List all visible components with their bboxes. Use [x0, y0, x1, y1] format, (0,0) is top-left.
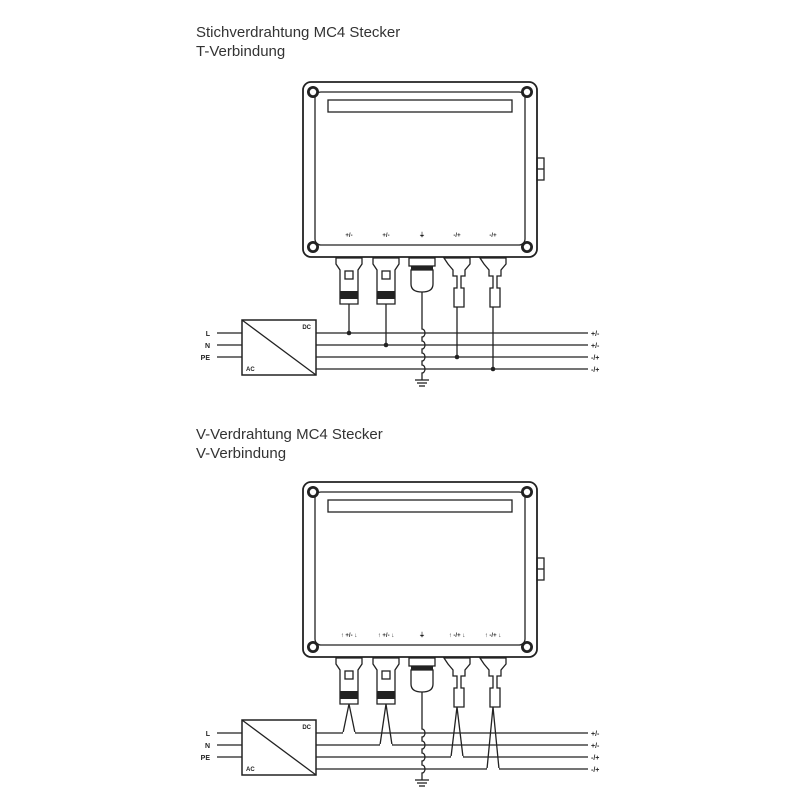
enclosure-outer — [302, 81, 538, 258]
screw-slot — [309, 243, 317, 251]
converter-dc-label: DC — [302, 325, 311, 331]
ground-wire — [421, 292, 426, 380]
converter-diagonal — [241, 319, 317, 376]
connector-latch — [381, 670, 391, 680]
v-loop-wire — [450, 706, 464, 758]
output-label: +/- — [591, 331, 600, 338]
terminal-label: ↑ -/+ ↓ — [485, 633, 502, 639]
enclosure-outer — [302, 481, 538, 658]
terminal-label: ↑ -/+ ↓ — [449, 633, 466, 639]
output-label: +/- — [591, 343, 600, 350]
output-label: -/+ — [591, 767, 599, 774]
junction-dot — [383, 342, 389, 348]
label-strip — [327, 499, 513, 513]
mc4-male-connector — [442, 257, 471, 308]
terminal-label: -/+ — [489, 233, 497, 239]
ac-dc-converter — [241, 719, 317, 776]
output-label: +/- — [591, 743, 600, 750]
output-label: -/+ — [591, 355, 599, 362]
mc4-male-connector — [478, 257, 507, 308]
screw-slot — [523, 643, 531, 651]
terminal-label: +/- — [345, 233, 352, 239]
terminal-label: ⏚ — [419, 632, 425, 639]
converter-ac-label: AC — [246, 367, 255, 373]
ground-wire — [421, 692, 426, 780]
ac-dc-converter — [241, 319, 317, 376]
input-label: L — [206, 731, 211, 738]
diagram-1-title: Stichverdrahtung MC4 Stecker T-Verbindun… — [196, 23, 400, 61]
input-label: PE — [201, 755, 211, 762]
converter-diagonal — [241, 719, 317, 776]
connector-latch — [381, 270, 391, 280]
diagram-1: +/- +/- ⏚ -/+ -/+ DC AC LN PE +/- +/- -/+ -/+ — [201, 81, 600, 387]
terminal-label: ↑ +/- ↓ — [341, 633, 358, 639]
input-label: N — [205, 343, 210, 350]
diagram-1-subheading: T-Verbindung — [196, 43, 286, 60]
cable-gland — [410, 669, 434, 693]
terminal-label: +/- — [382, 233, 389, 239]
input-label: PE — [201, 355, 211, 362]
junction-dot — [490, 366, 496, 372]
connector-band — [377, 691, 395, 699]
diagram-1-heading: Stichverdrahtung MC4 Stecker — [196, 24, 401, 41]
converter-ac-label: AC — [246, 767, 255, 773]
screw-slot — [523, 488, 531, 496]
terminal-label: ⏚ — [419, 232, 425, 239]
connector-latch — [344, 670, 354, 680]
connector-latch — [344, 270, 354, 280]
mc4-male-connector — [442, 657, 471, 708]
screw-slot — [309, 488, 317, 496]
cable-gland-nut — [408, 257, 436, 267]
junction-dot — [346, 330, 352, 336]
diagram-2-heading: V-Verdrahtung MC4 Stecker — [196, 426, 383, 443]
connector-band — [340, 691, 358, 699]
screw-slot — [523, 88, 531, 96]
diagram-2: ↑ +/- ↓ ↑ +/- ↓ ⏚ ↑ -/+ ↓ ↑ -/+ ↓ DC AC LN PE +/-… — [201, 481, 600, 787]
mc4-male-connector — [478, 657, 507, 708]
enclosure-lid — [314, 91, 526, 246]
screw-slot — [523, 243, 531, 251]
junction-dot — [454, 354, 460, 360]
v-loop-wire — [342, 703, 356, 734]
converter-dc-label: DC — [302, 725, 311, 731]
label-strip — [327, 99, 513, 113]
cable-gland-thread — [411, 666, 433, 670]
output-label: -/+ — [591, 755, 599, 762]
cable-gland-thread — [411, 266, 433, 270]
output-label: +/- — [591, 731, 600, 738]
input-label: N — [205, 743, 210, 750]
enclosure-lid — [314, 491, 526, 646]
diagram-2-subheading: V-Verbindung — [196, 445, 287, 462]
terminal-label: -/+ — [453, 233, 461, 239]
cable-gland-nut — [408, 657, 436, 667]
cable-gland — [410, 269, 434, 293]
diagram-2-title: V-Verdrahtung MC4 Stecker V-Verbindung — [196, 425, 383, 463]
input-label: L — [206, 331, 211, 338]
output-label: -/+ — [591, 367, 599, 374]
screw-slot — [309, 88, 317, 96]
terminal-label: ↑ +/- ↓ — [378, 633, 395, 639]
v-loop-wire — [486, 706, 500, 770]
screw-slot — [309, 643, 317, 651]
v-loop-wire — [379, 703, 393, 746]
connector-band — [377, 291, 395, 299]
connector-band — [340, 291, 358, 299]
